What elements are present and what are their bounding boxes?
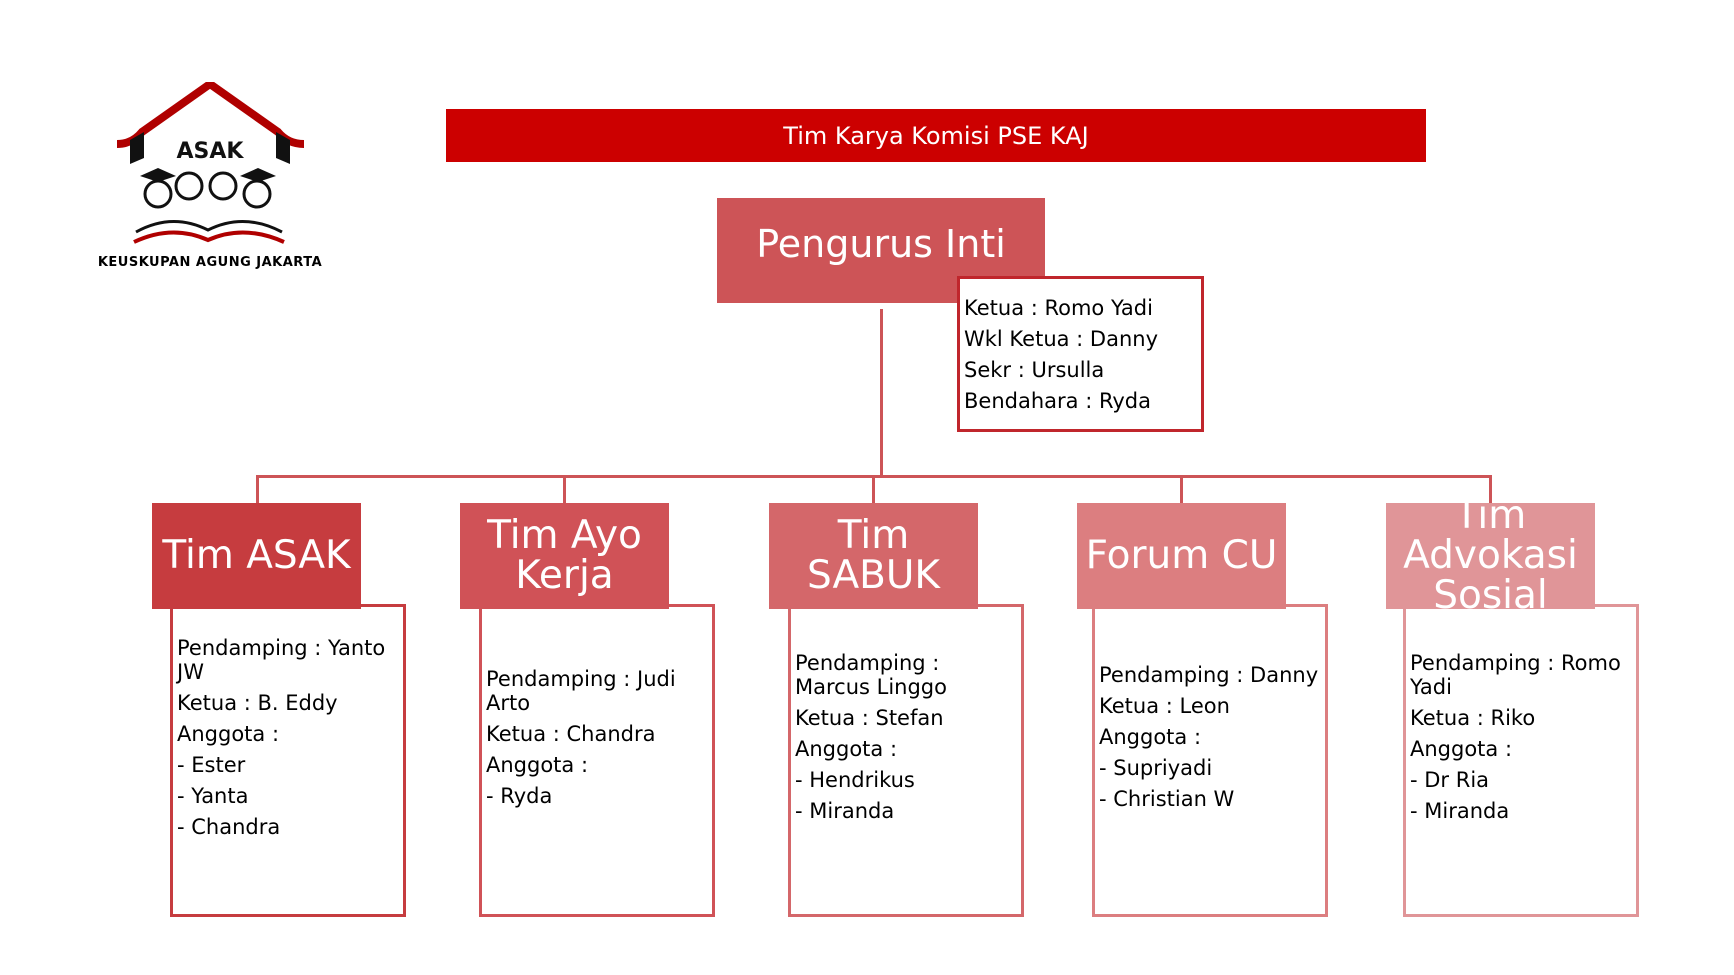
team-detail-line: Anggota : [1099,725,1202,749]
connector-drop [872,475,875,503]
team-detail-line: - Ester [177,752,246,777]
logo-subtitle: KEUSKUPAN AGUNG JAKARTA [97,255,323,270]
team-header: Tim ASAK [152,503,361,609]
team-detail-line: Ketua : B. Eddy [177,690,338,715]
team-detail-line: Ketua : Stefan [795,706,944,730]
member: Sekr : Ursulla [964,358,1105,382]
team-detail-line: Pendamping : Danny [1099,663,1319,687]
banner-title: Tim Karya Komisi PSE KAJ [446,109,1426,162]
team-detail-line: - Miranda [795,799,895,823]
team-header: Forum CU [1077,503,1286,609]
team-detail-line: Pendamping : Judi Arto [486,666,676,715]
team-detail-line: - Dr Ria [1410,768,1490,792]
team-detail-line: - Yanta [177,783,249,808]
team-detail-line: Anggota : [177,721,280,746]
team-detail-line: Anggota : [1410,737,1513,761]
team-detail-line: - Supriyadi [1099,756,1213,780]
member: Bendahara : Ryda [964,389,1152,413]
connector-vertical [880,309,883,477]
core-team-members: Ketua : Romo Yadi Wkl Ketua : Danny Sekr… [957,276,1204,432]
team-detail-line: Ketua : Leon [1099,694,1230,718]
team-detail-line: - Hendrikus [795,768,915,792]
team-detail-line: - Ryda [486,783,553,808]
connector-drop [1180,475,1183,503]
logo-brand: ASAK [177,139,245,164]
team-detail-line: - Chandra [177,814,281,839]
team-detail-line: Pendamping : Yanto JW [177,635,386,684]
team-detail-line: Ketua : Chandra [486,721,656,746]
team-detail-line: Pendamping : Romo Yadi [1410,651,1621,699]
connector-drop [1489,475,1492,503]
connector-drop [256,475,259,503]
member: Wkl Ketua : Danny [964,327,1159,351]
team-header: Tim Advokasi Sosial [1386,503,1595,609]
team-detail-line: Anggota : [486,752,589,777]
team-detail-line: Pendamping : Marcus Linggo [795,651,947,699]
team-header: Tim SABUK [769,503,978,609]
member: Ketua : Romo Yadi [964,296,1153,320]
team-header: Tim Ayo Kerja [460,503,669,609]
connector-drop [563,475,566,503]
team-detail-line: - Christian W [1099,787,1235,811]
team-detail-line: - Miranda [1410,799,1510,823]
team-detail-line: Ketua : Riko [1410,706,1536,730]
team-detail-line: Anggota : [795,737,898,761]
asak-logo: ASAK [116,82,305,244]
